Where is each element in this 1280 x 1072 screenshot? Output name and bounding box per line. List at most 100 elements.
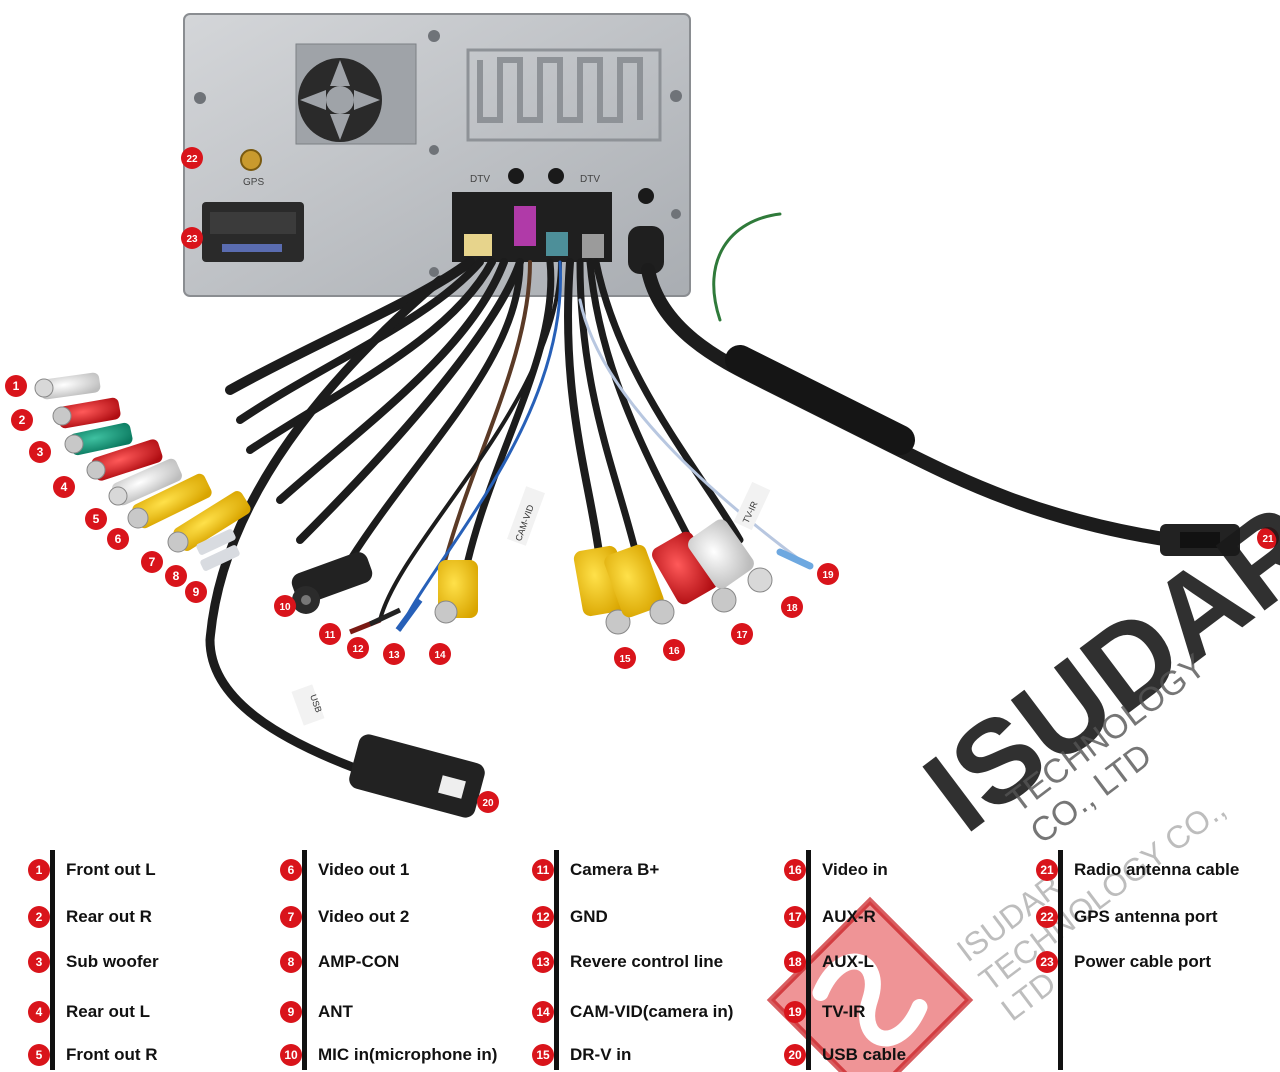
- svg-text:9: 9: [193, 585, 200, 599]
- callout-22: 22: [181, 147, 203, 169]
- callout-11: 11: [319, 623, 341, 645]
- legend-badge: 15: [532, 1044, 554, 1066]
- rca-aux-l: [688, 519, 773, 593]
- legend-badge: 20: [784, 1044, 806, 1066]
- legend-badge: 16: [784, 859, 806, 881]
- legend-divider: [1058, 850, 1063, 1070]
- legend-label: Front out R: [66, 1045, 158, 1064]
- svg-text:10: 10: [279, 602, 291, 613]
- callout-5: 5: [85, 508, 107, 530]
- legend-label: Video out 1: [318, 860, 410, 879]
- svg-text:15: 15: [619, 654, 631, 665]
- legend-badge: 10: [280, 1044, 302, 1066]
- callout-13: 13: [383, 643, 405, 665]
- svg-text:23: 23: [186, 234, 198, 245]
- connectors: [34, 372, 1240, 818]
- svg-text:19: 19: [822, 570, 834, 581]
- legend-label: Revere control line: [570, 952, 724, 971]
- callout-1: 1: [5, 375, 27, 397]
- callout-6: 6: [107, 528, 129, 550]
- mic-in-connector: [291, 552, 373, 614]
- legend-badge: 19: [784, 1001, 806, 1023]
- legend-label: AUX-R: [822, 907, 876, 926]
- legend-label: GND: [570, 907, 608, 926]
- legend-badge: 12: [532, 906, 554, 928]
- legend-badge: 18: [784, 951, 806, 973]
- callout-23: 23: [181, 227, 203, 249]
- callout-15: 15: [614, 647, 636, 669]
- legend-divider: [50, 850, 55, 1070]
- rca-front-out-l: [34, 372, 101, 400]
- svg-text:18: 18: [786, 603, 798, 614]
- svg-text:14: 14: [434, 650, 446, 661]
- legend-badge: 1: [28, 859, 50, 881]
- svg-text:1: 1: [13, 379, 20, 393]
- legend-badge: 13: [532, 951, 554, 973]
- legend-badge: 21: [1036, 859, 1058, 881]
- svg-text:13: 13: [388, 650, 400, 661]
- legend-badge: 7: [280, 906, 302, 928]
- dtv-label-right: DTV: [580, 174, 600, 185]
- svg-text:16: 16: [668, 646, 680, 657]
- gps-port-label: GPS: [243, 177, 264, 188]
- callout-12: 12: [347, 637, 369, 659]
- svg-text:2: 2: [19, 413, 26, 427]
- svg-text:22: 22: [186, 154, 198, 165]
- rca-sub-woofer: [64, 422, 133, 456]
- legend-label: Camera B+: [570, 860, 660, 879]
- legend-badge: 3: [28, 951, 50, 973]
- svg-text:4: 4: [61, 480, 68, 494]
- callout-4: 4: [53, 476, 75, 498]
- legend-label: Rear out L: [66, 1002, 151, 1021]
- svg-text:20: 20: [482, 798, 494, 809]
- legend-label: AUX-L: [822, 952, 874, 971]
- legend-label: TV-IR: [822, 1002, 866, 1021]
- svg-text:3: 3: [37, 445, 44, 459]
- legend-label: GPS antenna port: [1074, 907, 1218, 926]
- legend-divider: [554, 850, 559, 1070]
- legend-divider: [806, 850, 811, 1070]
- legend-label: Video out 2: [318, 907, 410, 926]
- callout-9: 9: [185, 581, 207, 603]
- cable-harness: [205, 212, 1177, 775]
- legend-badge: 22: [1036, 906, 1058, 928]
- legend-badge: 11: [532, 859, 554, 881]
- callout-21: 21: [1257, 527, 1279, 549]
- legend-badge: 4: [28, 1001, 50, 1023]
- legend-label: CAM-VID(camera in): [570, 1002, 734, 1021]
- legend-label: Rear out R: [66, 907, 152, 926]
- callout-8: 8: [165, 565, 187, 587]
- cable-tags: USB CAM-VID TV-IR: [291, 481, 771, 726]
- head-unit-back-panel: GPS DTV DTV: [183, 13, 691, 297]
- legend-badge: 2: [28, 906, 50, 928]
- svg-text:5: 5: [93, 512, 100, 526]
- callout-20: 20: [477, 791, 499, 813]
- legend-label: MIC in(microphone in): [318, 1045, 498, 1064]
- legend-badge: 23: [1036, 951, 1058, 973]
- rca-video-in: [604, 544, 675, 625]
- wiring-diagram: GPS DTV DTV: [5, 13, 1279, 818]
- usb-connector: [349, 734, 485, 818]
- callout-2: 2: [11, 409, 33, 431]
- legend-badge: 5: [28, 1044, 50, 1066]
- legend-label: Radio antenna cable: [1074, 860, 1240, 879]
- rca-video-out-2: [167, 491, 251, 553]
- callout-7: 7: [141, 551, 163, 573]
- rca-rear-out-r: [52, 397, 121, 429]
- legend-badge: 8: [280, 951, 302, 973]
- rca-video-out-1: [127, 473, 212, 529]
- callout-17: 17: [731, 623, 753, 645]
- legend-label: Sub woofer: [66, 952, 159, 971]
- svg-text:12: 12: [352, 644, 364, 655]
- svg-text:17: 17: [736, 630, 748, 641]
- radio-antenna-connector: [1160, 524, 1240, 556]
- legend-label: ANT: [318, 1002, 353, 1021]
- svg-text:6: 6: [115, 532, 122, 546]
- legend-label: Video in: [822, 860, 888, 879]
- legend-badge: 17: [784, 906, 806, 928]
- legend-badge: 14: [532, 1001, 554, 1023]
- legend-divider: [302, 850, 307, 1070]
- callout-14: 14: [429, 643, 451, 665]
- callout-10: 10: [274, 595, 296, 617]
